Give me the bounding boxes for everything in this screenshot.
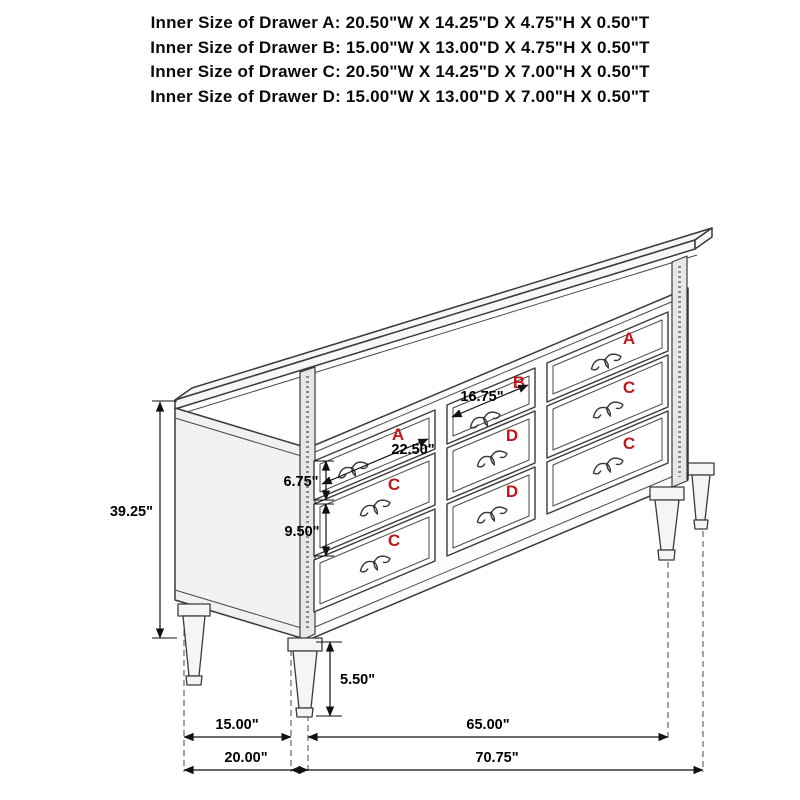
dim-drawer-a-width: 22.50" [321, 438, 435, 485]
dim-drawer-b-width-text: 16.75" [460, 389, 503, 405]
dim-side-depth: 15.00" [183, 717, 292, 742]
dim-drawer-b-width: 16.75" [451, 384, 529, 418]
left-pilaster [299, 366, 316, 642]
dim-front-width-text: 65.00" [466, 717, 509, 733]
drawer-c3r1: A [546, 311, 669, 403]
side-top-molding [174, 417, 309, 459]
leg-front-right [649, 486, 685, 561]
side-bottom-molding [174, 589, 309, 631]
dim-lower-drawer-height: 9.50" [284, 503, 334, 557]
drawer-label-c3r3: C [623, 434, 635, 453]
drawer-c2r3: D [446, 466, 536, 557]
drawer-c3r3: C [546, 410, 669, 515]
base-molding [307, 469, 689, 631]
dim-leg-height: 5.50" [316, 641, 375, 717]
dim-total-depth-text: 20.00" [224, 750, 267, 766]
drawer-label-c3r1: A [623, 329, 635, 348]
dim-drawer-a-width-text: 22.50" [391, 442, 434, 458]
leg-back-right [687, 462, 715, 530]
dim-total-height-text: 39.25" [110, 504, 153, 520]
drawer-specs-header: Inner Size of Drawer A: 20.50"W X 14.25"… [0, 11, 800, 109]
dim-front-width: 65.00" [307, 717, 669, 742]
drawer-label-c3r2: C [623, 378, 635, 397]
dim-total-depth: 20.00" [183, 750, 309, 775]
drawer-spec-line-a: Inner Size of Drawer A: 20.50"W X 14.25"… [150, 13, 650, 32]
top-right-edge [694, 227, 713, 250]
side-panel [174, 407, 309, 641]
drawer-c1r3: C [313, 508, 436, 613]
drawer-label-c2r3: D [506, 482, 518, 501]
dim-top-drawer-height-text: 6.75" [283, 474, 318, 490]
leg-front-left [287, 637, 323, 718]
dim-total-width-text: 70.75" [475, 750, 518, 766]
drawer-label-c2r2: D [506, 426, 518, 445]
dresser-top [174, 227, 713, 416]
top-molding-line [176, 254, 698, 416]
dim-side-depth-text: 15.00" [215, 717, 258, 733]
dim-lower-drawer-height-text: 9.50" [284, 524, 319, 540]
drawer-spec-line-b: Inner Size of Drawer B: 15.00"W X 13.00"… [150, 37, 650, 57]
drawer-spec-line-c: Inner Size of Drawer C: 20.50"W X 14.25"… [150, 62, 650, 81]
drawer-spec-line-d: Inner Size of Drawer D: 15.00"W X 13.00"… [150, 86, 650, 106]
drawer-label-c1r2: C [388, 475, 400, 494]
dimensions: 39.25" 6.75" 9.50" 22.50" 16.75" [110, 384, 704, 775]
frieze-molding [307, 294, 689, 456]
drawer-c3r2: C [546, 354, 669, 459]
leg-back-left [177, 603, 211, 686]
drawer-c2r2: D [446, 410, 536, 501]
pilasters [299, 255, 688, 642]
dim-total-height: 39.25" [110, 400, 177, 639]
drawer-label-c1r3: C [388, 531, 400, 550]
dim-total-width: 70.75" [290, 750, 704, 775]
dim-leg-height-text: 5.50" [340, 672, 375, 688]
